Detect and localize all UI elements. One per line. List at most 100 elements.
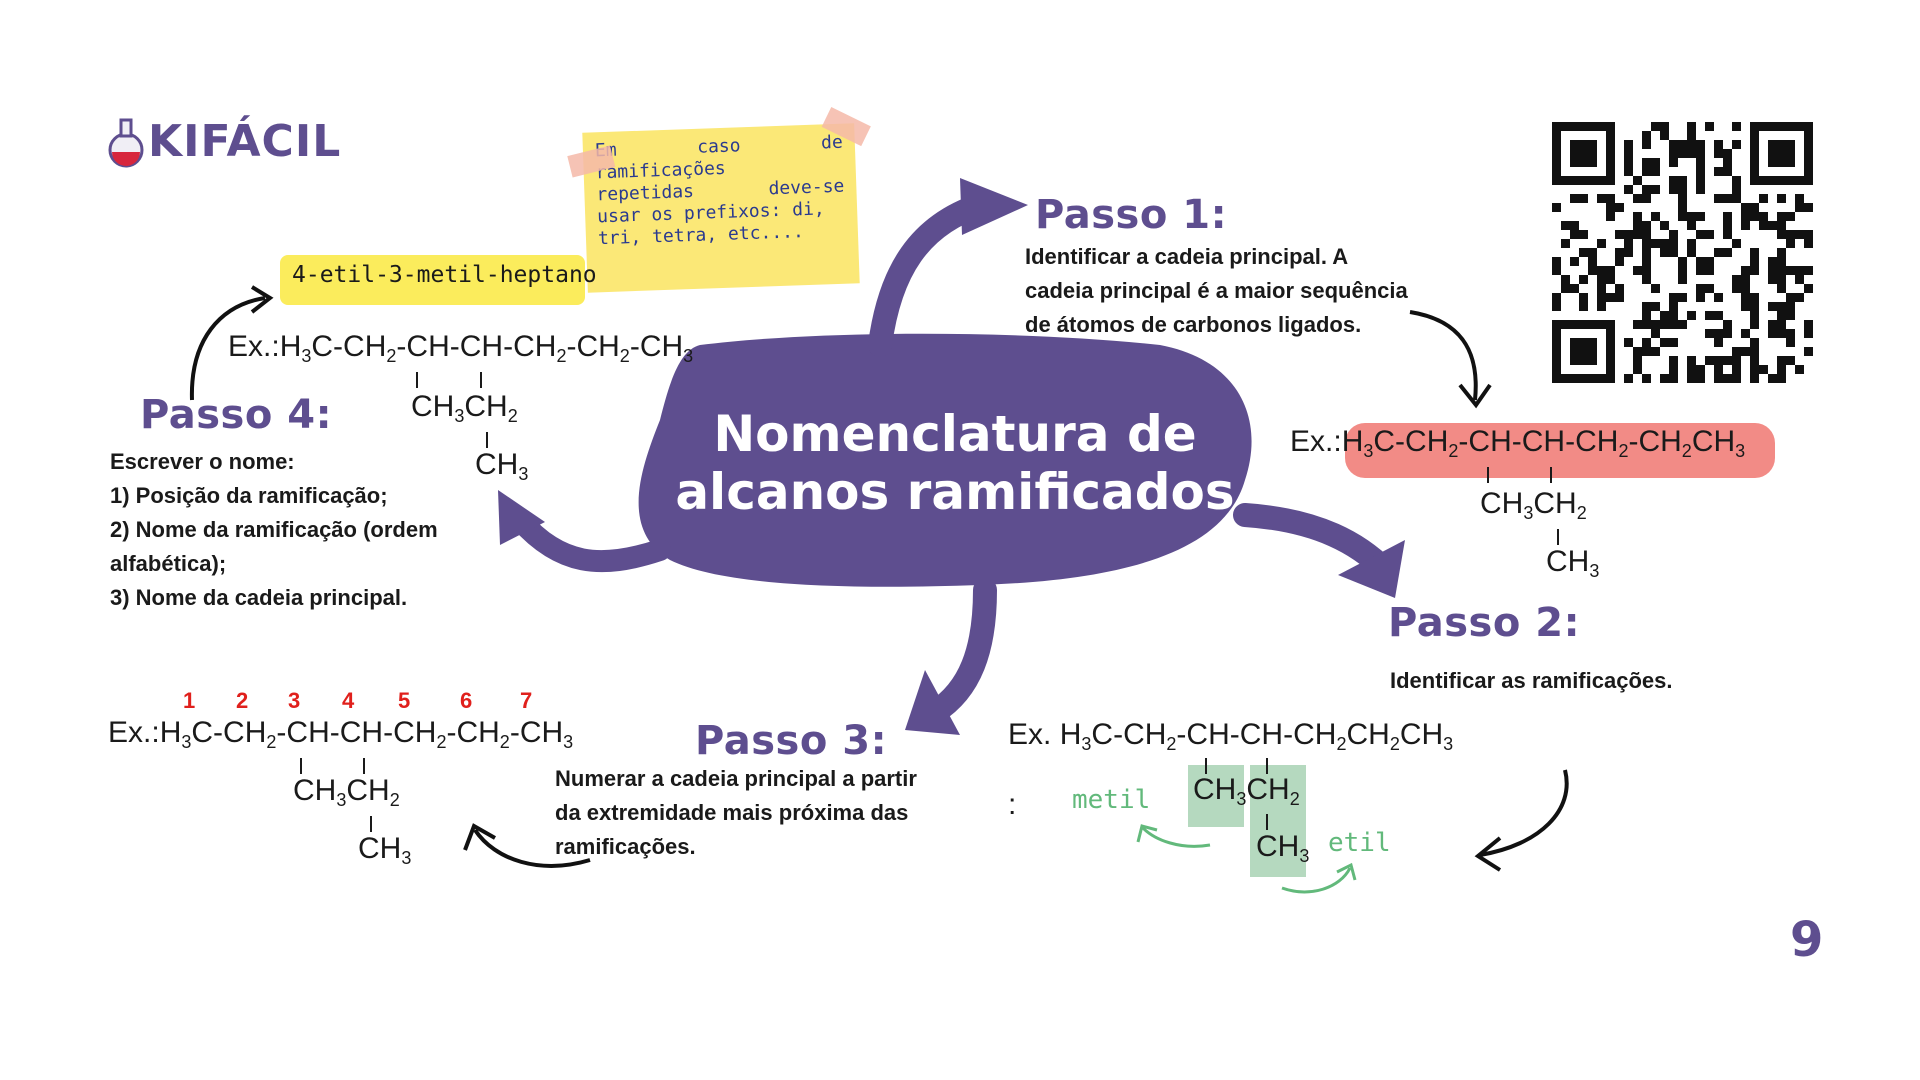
bond: -	[333, 330, 344, 363]
qr-module	[1804, 329, 1813, 338]
title-line-2: alcanos ramificados	[675, 463, 1235, 521]
qr-module	[1696, 212, 1705, 221]
atom: H	[1341, 425, 1364, 458]
subscript: 3	[1236, 789, 1247, 809]
qr-module	[1696, 158, 1705, 167]
qr-module	[1768, 266, 1777, 275]
carbon-number: 1	[183, 688, 196, 713]
subscript: 2	[1681, 441, 1692, 461]
qr-module	[1750, 257, 1759, 266]
bond: -	[509, 716, 520, 749]
qr-module	[1642, 338, 1651, 347]
qr-module	[1777, 329, 1786, 338]
subscript: 2	[386, 346, 397, 366]
qr-module	[1642, 248, 1651, 257]
atom: CH	[1638, 425, 1682, 458]
subscript: 2	[507, 406, 518, 426]
qr-module	[1579, 230, 1588, 239]
arrow-head-step1	[960, 178, 1028, 235]
qr-module	[1687, 212, 1696, 221]
subscript: 2	[1336, 734, 1347, 754]
qr-module	[1669, 239, 1678, 248]
qr-module	[1687, 239, 1696, 248]
subscript: 2	[389, 790, 400, 810]
qr-module	[1552, 257, 1561, 266]
arrow-head-step4	[498, 490, 545, 545]
qr-module	[1633, 212, 1642, 221]
bond: -	[1283, 718, 1294, 751]
qr-module	[1714, 365, 1723, 374]
bond: -	[1458, 425, 1469, 458]
atom: CH	[1405, 425, 1449, 458]
atom: H	[1059, 718, 1082, 751]
bond-vertical	[1557, 529, 1559, 545]
step4-text: Escrever o nome: 1) Posição da ramificaç…	[110, 445, 438, 615]
carbon-number: 7	[520, 688, 533, 713]
step1-text-line: Identificar a cadeia principal. A	[1025, 244, 1349, 269]
qr-module	[1624, 149, 1633, 158]
qr-module	[1552, 266, 1561, 275]
qr-module	[1615, 293, 1624, 302]
qr-module	[1705, 122, 1714, 131]
qr-module	[1606, 293, 1615, 302]
brand-name: KIFÁCIL	[148, 115, 342, 167]
qr-module	[1741, 266, 1750, 275]
qr-module	[1660, 320, 1669, 329]
subscript: 2	[1289, 789, 1300, 809]
qr-module	[1678, 275, 1687, 284]
qr-module	[1597, 275, 1606, 284]
qr-module	[1642, 275, 1651, 284]
arrow-head-step3	[905, 670, 960, 735]
title-line-1: Nomenclatura de	[713, 405, 1197, 463]
step3-text-line: Numerar a cadeia principal a partir	[555, 766, 917, 791]
bond: -	[383, 716, 394, 749]
subscript: 2	[1448, 441, 1459, 461]
carbon-number: 5	[398, 688, 411, 713]
qr-module	[1696, 266, 1705, 275]
qr-module	[1660, 239, 1669, 248]
arrow-head-step2	[1338, 540, 1405, 598]
qr-module	[1696, 149, 1705, 158]
qr-module	[1723, 167, 1732, 176]
qr-module	[1795, 194, 1804, 203]
step1-text: Identificar a cadeia principal. A cadeia…	[1025, 240, 1408, 342]
qr-module	[1732, 275, 1741, 284]
qr-module	[1678, 212, 1687, 221]
atom: CH	[639, 330, 684, 363]
qr-module	[1741, 212, 1750, 221]
qr-module	[1696, 374, 1705, 383]
arrow-step2-example	[1479, 769, 1569, 857]
qr-module	[1723, 320, 1732, 329]
qr-module	[1741, 293, 1750, 302]
bond-vertical	[486, 432, 488, 448]
bond: -	[276, 716, 287, 749]
green-highlight-methyl	[1188, 765, 1244, 827]
qr-module	[1804, 266, 1813, 275]
structure-step1: Ex.:H3C-CH2-CH-CH-CH2-CH2CH3 CH3CH2 CH3	[1290, 425, 1745, 581]
qr-module	[1615, 257, 1624, 266]
qr-module	[1777, 302, 1786, 311]
step1-text-line: cadeia principal é a maior sequência	[1025, 278, 1408, 303]
qr-module	[1687, 356, 1696, 365]
qr-module	[1786, 293, 1795, 302]
qr-module	[1723, 212, 1732, 221]
atom: CH	[1186, 718, 1230, 751]
title-blob	[638, 333, 1252, 587]
bond-vertical	[1487, 467, 1489, 483]
arrow-etil-head	[1336, 862, 1357, 881]
sticky-note: Em caso de ramificações repetidas deve-s…	[567, 107, 871, 293]
qr-module	[1732, 239, 1741, 248]
result-name: 4-etil-3-metil-heptano	[292, 262, 597, 288]
label-metil: metil	[1072, 785, 1151, 815]
qr-module	[1651, 167, 1660, 176]
bond: -	[1395, 425, 1406, 458]
qr-module	[1651, 284, 1660, 293]
qr-module	[1669, 293, 1678, 302]
qr-module	[1768, 374, 1777, 383]
qr-module	[1597, 194, 1606, 203]
arrow-to-step4	[509, 509, 671, 573]
atom: CH	[411, 390, 455, 423]
atom: CH	[223, 716, 267, 749]
qr-module	[1669, 149, 1678, 158]
qr-module	[1705, 329, 1714, 338]
